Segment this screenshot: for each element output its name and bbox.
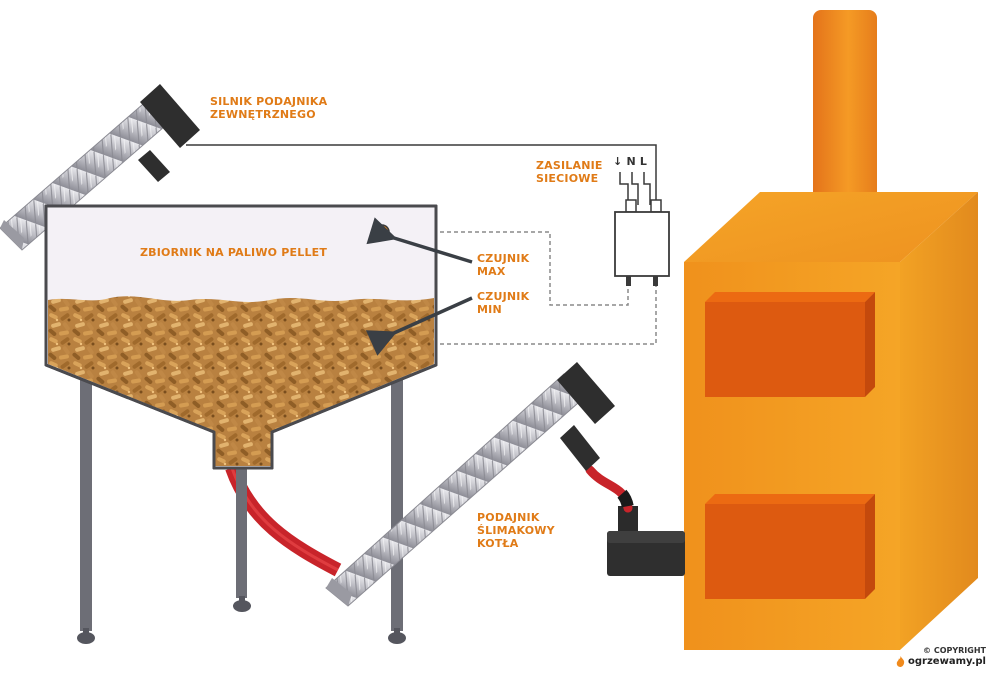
boiler-auger bbox=[325, 362, 615, 607]
sensor-min-label-line1: CZUJNIK bbox=[477, 290, 530, 303]
brand-link[interactable]: ogrzewamy.pl bbox=[908, 656, 986, 667]
sensor-min-arrow bbox=[365, 296, 473, 356]
power-label-line1: ZASILANIE bbox=[536, 159, 603, 172]
tank-to-auger-hose bbox=[225, 465, 342, 577]
sensor-min-label-line2: MIN bbox=[477, 303, 502, 316]
sensor-max-label-line1: CZUJNIK bbox=[477, 252, 530, 265]
sensor-max-label: CZUJNIK MAX bbox=[477, 252, 529, 278]
boiler bbox=[684, 192, 978, 650]
auger-label-line3: KOTŁA bbox=[477, 537, 519, 550]
pellet-tank bbox=[44, 204, 438, 470]
auger-label: PODAJNIK ŚLIMAKOWY KOTŁA bbox=[477, 511, 555, 550]
auger-label-line2: ŚLIMAKOWY bbox=[477, 524, 555, 537]
power-controller-box bbox=[614, 199, 670, 286]
power-terminals-label: ↓ N L bbox=[613, 155, 647, 168]
sensor-max-label-line2: MAX bbox=[477, 265, 506, 278]
flame-icon bbox=[896, 656, 905, 667]
boiler-upper-door bbox=[705, 292, 875, 397]
sensor-min-label: CZUJNIK MIN bbox=[477, 290, 529, 316]
tank-label: ZBIORNIK NA PALIWO PELLET bbox=[140, 246, 327, 259]
feeder-motor-label-line2: ZEWNĘTRZNEGO bbox=[210, 108, 316, 121]
copyright-block: © COPYRIGHT ogrzewamy.pl bbox=[896, 645, 986, 667]
auger-label-line1: PODAJNIK bbox=[477, 511, 540, 524]
feeder-motor-label-line1: SILNIK PODAJNIKA bbox=[210, 95, 328, 108]
copyright-text: © COPYRIGHT bbox=[923, 646, 986, 655]
tank-legs bbox=[77, 376, 406, 644]
sensor-min-dot bbox=[377, 335, 389, 347]
power-label-line2: SIECIOWE bbox=[536, 172, 599, 185]
burner-motor bbox=[607, 506, 685, 576]
power-terminals-text: ↓ N L bbox=[613, 155, 648, 168]
sensor-max-dot bbox=[374, 224, 390, 240]
feeder-motor-label: SILNIK PODAJNIKA ZEWNĘTRZNEGO bbox=[210, 95, 327, 121]
power-wiring bbox=[186, 144, 657, 205]
boiler-lower-door bbox=[705, 494, 875, 599]
power-label: ZASILANIE SIECIOWE bbox=[536, 159, 603, 185]
sensor-max-arrow bbox=[366, 217, 473, 264]
feeder-motor bbox=[138, 84, 200, 182]
sensor-wiring bbox=[384, 231, 657, 345]
external-feeder bbox=[0, 84, 200, 251]
tank-label-text: ZBIORNIK NA PALIWO PELLET bbox=[140, 246, 328, 259]
